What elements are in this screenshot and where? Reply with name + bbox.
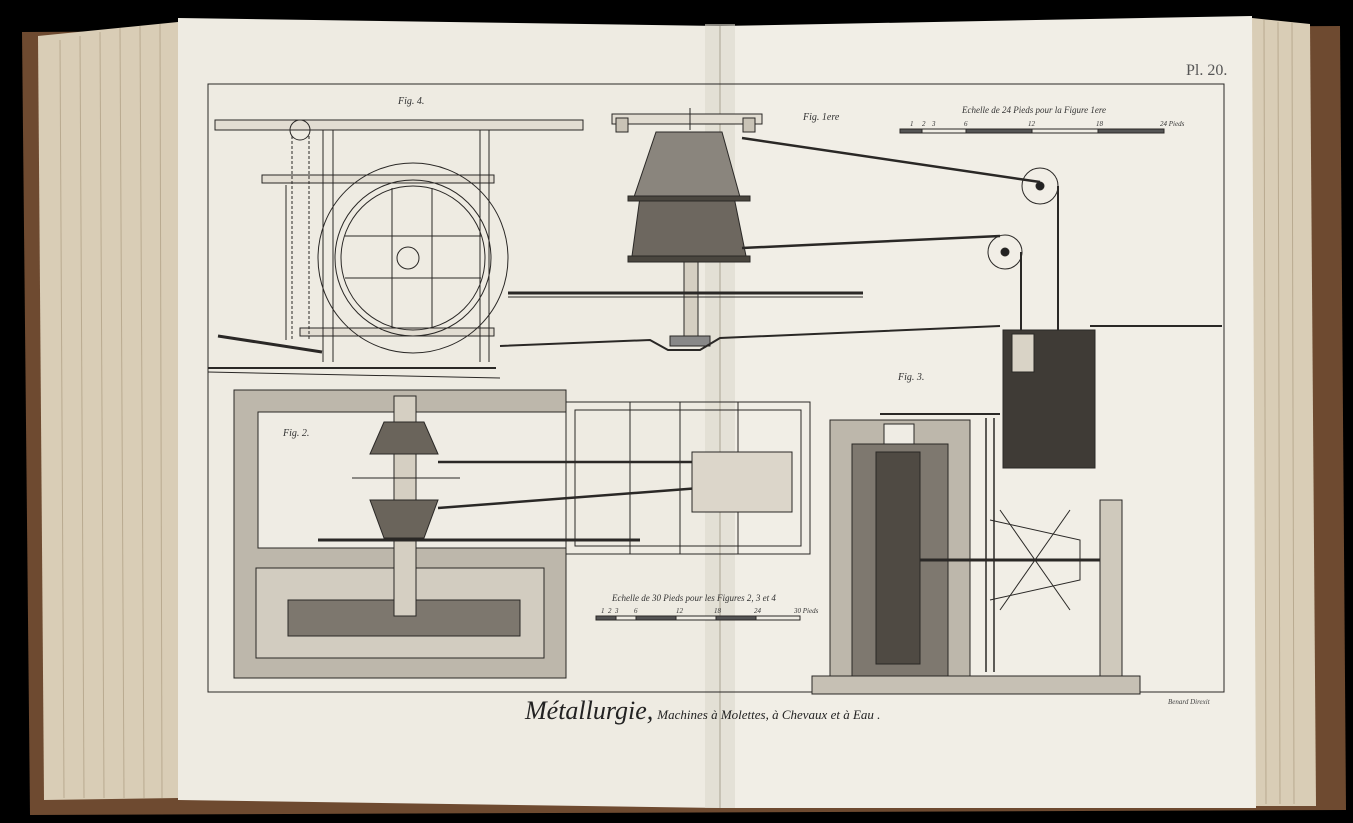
- plate-caption: Métallurgie, Machines à Molettes, à Chev…: [525, 696, 880, 726]
- scale-2-tick: 3: [615, 607, 619, 615]
- scale-2-tick: 18: [714, 607, 721, 615]
- fig2-label: Fig. 2.: [283, 428, 310, 439]
- scale-2-tick: 24: [754, 607, 761, 615]
- fig3-drawing: [811, 413, 1141, 695]
- scale-1-tick: 2: [922, 120, 926, 128]
- scale-1-tick: 12: [1028, 120, 1035, 128]
- scale-2-tick: 30 Pieds: [794, 607, 819, 615]
- fig3-label: Fig. 3.: [898, 372, 925, 383]
- plate-frame: [207, 83, 1225, 693]
- scale-2-title: Echelle de 30 Pieds pour les Figures 2, …: [612, 593, 776, 603]
- fig1-drawing: [499, 108, 1222, 469]
- scale-1-tick: 6: [964, 120, 968, 128]
- scale-1-title: Echelle de 24 Pieds pour la Figure 1ere: [962, 105, 1107, 115]
- fig4-label: Fig. 4.: [398, 96, 425, 107]
- scale-bar-1: [899, 128, 1165, 134]
- scale-2-tick: 1: [601, 607, 605, 615]
- scale-2-tick: 2: [608, 607, 612, 615]
- scale-2-tick: 6: [634, 607, 638, 615]
- plate-number: Pl. 20.: [1186, 62, 1228, 79]
- scale-2-tick: 12: [676, 607, 683, 615]
- scale-1-tick: 24 Pieds: [1160, 120, 1185, 128]
- right-page-edges: [1252, 18, 1316, 806]
- fig2-drawing: [233, 389, 811, 679]
- scale-bar-2: [595, 615, 801, 621]
- left-page-edges: [38, 22, 178, 800]
- engraver-credit: Benard Direxit: [1168, 698, 1210, 706]
- plate-title: Métallurgie,: [525, 696, 654, 725]
- scale-1-tick: 18: [1096, 120, 1103, 128]
- fig4-drawing: [207, 119, 584, 379]
- fig1-label: Fig. 1ere: [803, 112, 840, 123]
- plate-subtitle: Machines à Molettes, à Chevaux et à Eau …: [657, 707, 881, 722]
- scale-1-tick: 3: [932, 120, 936, 128]
- scale-1-tick: 1: [910, 120, 914, 128]
